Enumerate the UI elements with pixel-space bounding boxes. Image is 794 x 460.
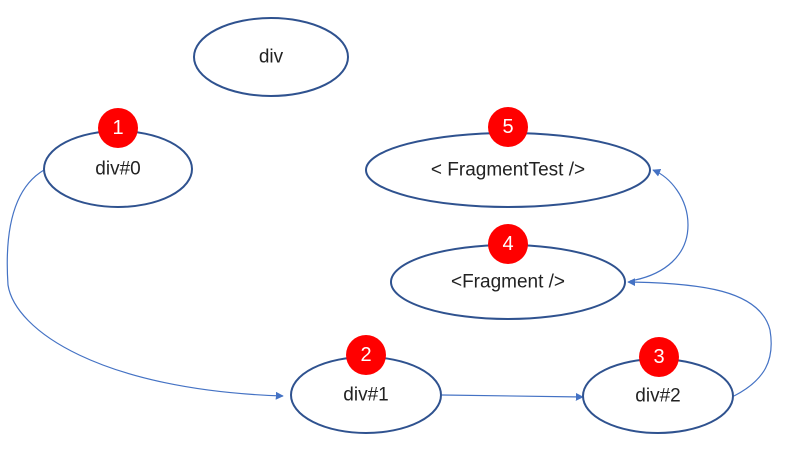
order-badge-1: 1	[98, 108, 138, 148]
order-badge-2: 2	[346, 335, 386, 375]
order-badge-4: 4	[488, 224, 528, 264]
edge-div0-to-div1	[6, 169, 284, 400]
node-div-label: div	[259, 47, 284, 68]
order-badge-5-text: 5	[502, 116, 513, 138]
node-div1-label: div#1	[343, 385, 388, 406]
node-div0: div#0	[43, 130, 193, 208]
node-div2-label: div#2	[635, 386, 680, 407]
node-fragment: <Fragment />	[390, 244, 626, 320]
order-badge-2-text: 2	[360, 344, 371, 366]
edge-fragment-to-fragment-test	[629, 169, 689, 282]
node-div0-label: div#0	[95, 159, 140, 180]
order-badge-1-text: 1	[112, 117, 123, 139]
order-badge-4-text: 4	[502, 233, 513, 255]
node-fragment-label: <Fragment />	[451, 272, 565, 293]
edge-div2-to-fragment	[627, 278, 772, 397]
node-fragment-test: < FragmentTest />	[365, 132, 651, 208]
order-badge-3-text: 3	[653, 346, 664, 368]
order-badge-3: 3	[639, 337, 679, 377]
node-div: div	[193, 17, 349, 97]
node-fragment-test-label: < FragmentTest />	[431, 160, 585, 181]
order-badge-5: 5	[488, 107, 528, 147]
edge-div1-to-div2	[441, 392, 584, 401]
